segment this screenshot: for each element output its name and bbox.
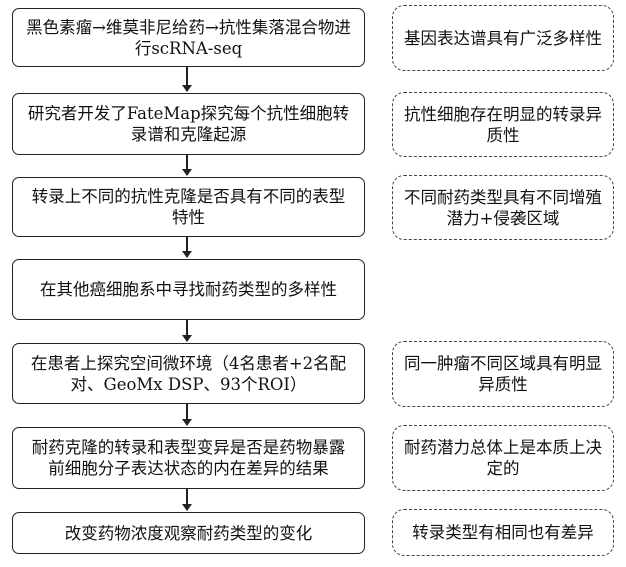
step-1-text: 黑色素瘤→维莫非尼给药→抗性集落混合物进行scRNA-seq: [26, 17, 351, 58]
step-3-text: 转录上不同的抗性克隆是否具有不同的表型特性: [31, 187, 346, 227]
step-2-text: 研究者开发了FateMap探究每个抗性细胞转录谱和克隆起源: [27, 104, 350, 144]
finding-2-text: 抗性细胞存在明显的转录异质性: [404, 104, 602, 145]
finding-2: 抗性细胞存在明显的转录异质性: [392, 92, 614, 157]
arrow-5: [182, 404, 192, 426]
step-6: 耐药克隆的转录和表型变异是否是药物暴露前细胞分子表达状态的内在差异的结果: [12, 427, 365, 489]
finding-6-text: 转录类型有相同也有差异: [412, 523, 594, 542]
step-6-text: 耐药克隆的转录和表型变异是否是药物暴露前细胞分子表达状态的内在差异的结果: [31, 438, 346, 478]
finding-3-text: 不同耐药类型具有不同增殖潜力+侵袭区域: [404, 187, 602, 228]
finding-1-text: 基因表达谱具有广泛多样性: [404, 28, 602, 48]
finding-5: 耐药潜力总体上是本质上决定的: [392, 425, 614, 491]
step-4: 在其他癌细胞系中寻找耐药类型的多样性: [12, 259, 365, 320]
step-7-text: 改变药物浓度观察耐药类型的变化: [64, 523, 313, 543]
arrow-6: [182, 489, 192, 511]
step-5: 在患者上探究空间微环境（4名患者+2名配对、GeoMx DSP、93个ROI）: [12, 343, 365, 404]
finding-4: 同一肿瘤不同区域具有明显异质性: [392, 341, 614, 407]
finding-4-text: 同一肿瘤不同区域具有明显异质性: [404, 354, 602, 394]
step-5-text: 在患者上探究空间微环境（4名患者+2名配对、GeoMx DSP、93个ROI）: [30, 353, 347, 394]
finding-1: 基因表达谱具有广泛多样性: [392, 5, 614, 71]
step-7: 改变药物浓度观察耐药类型的变化: [12, 512, 365, 554]
arrow-3: [182, 237, 192, 258]
finding-5-text: 耐药潜力总体上是本质上决定的: [404, 438, 602, 478]
step-3: 转录上不同的抗性克隆是否具有不同的表型特性: [12, 177, 365, 237]
arrow-1: [182, 67, 192, 92]
step-4-text: 在其他癌细胞系中寻找耐药类型的多样性: [40, 280, 337, 299]
finding-6: 转录类型有相同也有差异: [392, 509, 614, 556]
step-2: 研究者开发了FateMap探究每个抗性细胞转录谱和克隆起源: [12, 93, 365, 155]
arrow-4: [182, 320, 192, 342]
finding-3: 不同耐药类型具有不同增殖潜力+侵袭区域: [392, 175, 614, 240]
step-1: 黑色素瘤→维莫非尼给药→抗性集落混合物进行scRNA-seq: [12, 8, 365, 67]
arrow-2: [182, 155, 192, 176]
